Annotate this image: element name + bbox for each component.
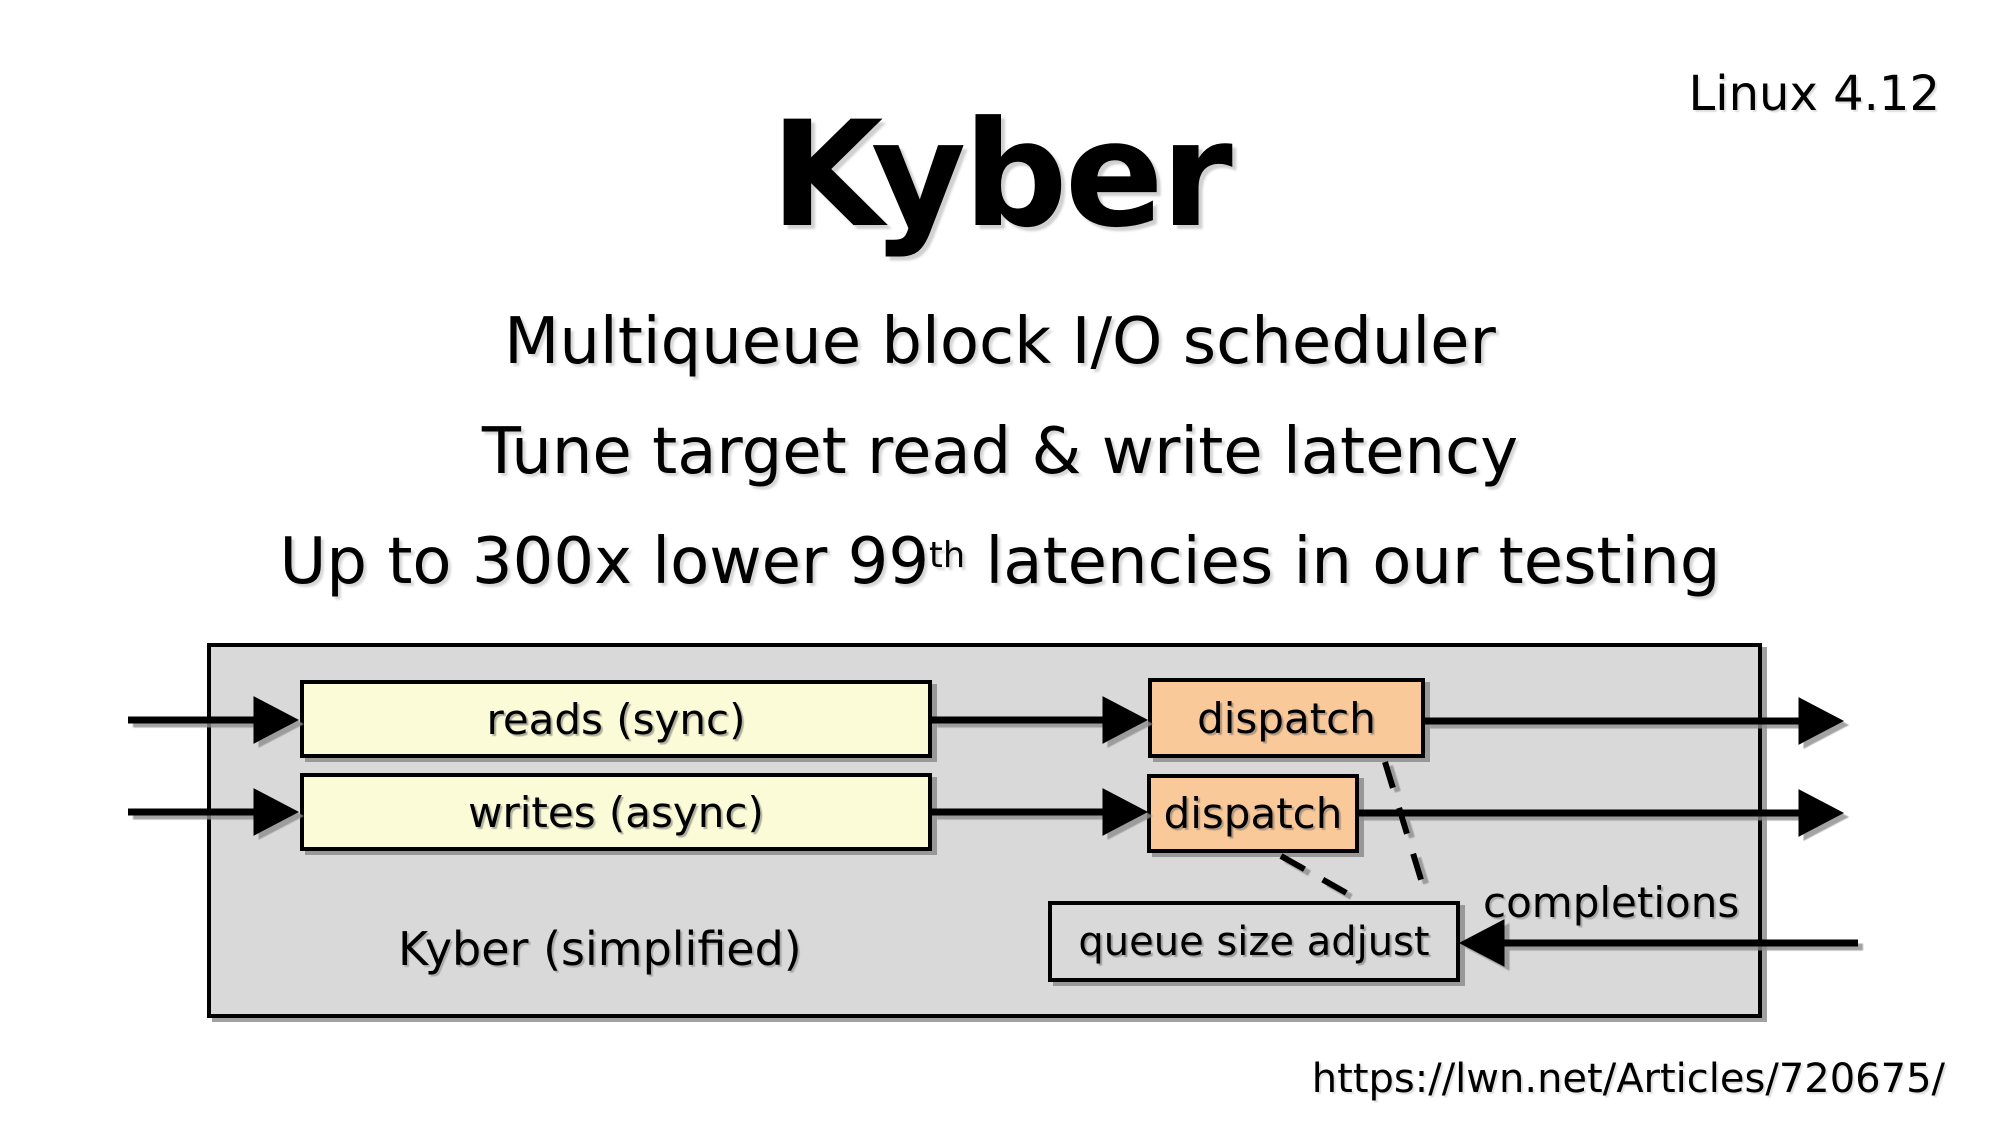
subtitle-line-2: Tune target read & write latency [481, 415, 1519, 489]
dispatch-reads-box: dispatch [1148, 678, 1425, 758]
queue-size-adjust-box: queue size adjust [1048, 901, 1460, 982]
dispatch-writes-box: dispatch [1147, 774, 1359, 853]
dispatch-writes-label: dispatch [1163, 789, 1343, 838]
reads-queue-box: reads (sync) [300, 680, 932, 758]
source-url: https://lwn.net/Articles/720675/ [1311, 1056, 1945, 1102]
dispatch-reads-label: dispatch [1197, 693, 1376, 743]
subtitle-line-1: Multiqueue block I/O scheduler [504, 305, 1496, 379]
reads-queue-label: reads (sync) [486, 694, 746, 744]
superscript-th: th [929, 535, 966, 577]
slide-title: Kyber [770, 90, 1233, 260]
queue-size-adjust-label: queue size adjust [1078, 918, 1430, 965]
subtitle-line-3-text: Up to 300x lower 99 [279, 525, 930, 599]
subtitle-line-3: Up to 300x lower 99th latencies in our t… [0, 507, 2000, 627]
diagram-caption: Kyber (simplified) [398, 922, 802, 976]
writes-queue-box: writes (async) [300, 773, 932, 851]
writes-queue-label: writes (async) [468, 787, 764, 837]
completions-label: completions [1483, 878, 1740, 927]
linux-version-label: Linux 4.12 [1688, 66, 1940, 122]
subtitle-line-3-tail: latencies in our testing [965, 525, 1721, 599]
subtitle-block: Multiqueue block I/O scheduler Tune targ… [0, 287, 2000, 627]
